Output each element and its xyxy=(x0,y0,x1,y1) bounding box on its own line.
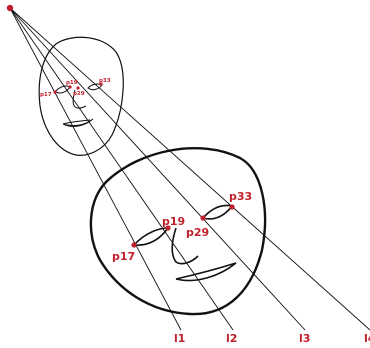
line-labels: l1 l2 l3 l4 xyxy=(174,332,370,345)
small-label-p17: p17 xyxy=(40,92,52,98)
large-face xyxy=(89,147,267,316)
small-face xyxy=(38,36,124,156)
small-face-nose xyxy=(72,89,87,109)
large-label-p33: p33 xyxy=(229,190,252,203)
line-label-3: l3 xyxy=(299,332,310,345)
small-face-point-p33 xyxy=(99,82,103,86)
large-face-outline xyxy=(89,147,267,316)
small-face-labels: p17 p19 p29 p33 xyxy=(40,78,111,98)
large-face-eye-left xyxy=(132,227,170,246)
projection-line-4 xyxy=(9,7,370,331)
large-label-p29: p29 xyxy=(186,226,209,239)
small-face-point-p17 xyxy=(53,90,57,94)
small-face-chin-line xyxy=(62,119,91,125)
large-face-point-p17 xyxy=(131,242,137,248)
projection-lines xyxy=(9,7,370,331)
small-face-point-p19 xyxy=(68,85,72,89)
small-label-p29: p29 xyxy=(73,91,85,97)
small-label-p19: p19 xyxy=(66,80,78,86)
large-face-point-p19 xyxy=(165,225,171,231)
large-face-nose xyxy=(171,227,199,265)
large-face-points xyxy=(131,204,235,248)
projection-line-1 xyxy=(9,7,182,331)
small-label-p33: p33 xyxy=(99,78,111,84)
line-label-4: l4 xyxy=(364,332,370,345)
large-face-labels: p17 p19 p29 p33 xyxy=(112,190,252,263)
large-label-p19: p19 xyxy=(162,215,185,228)
projection-line-3 xyxy=(9,7,306,331)
projection-origin xyxy=(6,4,14,12)
small-face-outline xyxy=(38,36,124,156)
large-face-point-p29 xyxy=(200,215,206,221)
small-face-point-p29 xyxy=(76,86,80,90)
small-face-mouth xyxy=(62,118,94,127)
large-face-eye-right xyxy=(201,204,234,220)
large-face-mouth-lower xyxy=(175,262,237,280)
large-face-point-p33 xyxy=(229,204,235,210)
large-label-p17: p17 xyxy=(112,250,135,263)
line-label-1: l1 xyxy=(174,332,185,345)
small-face-points xyxy=(53,82,103,94)
line-label-2: l2 xyxy=(226,332,237,345)
